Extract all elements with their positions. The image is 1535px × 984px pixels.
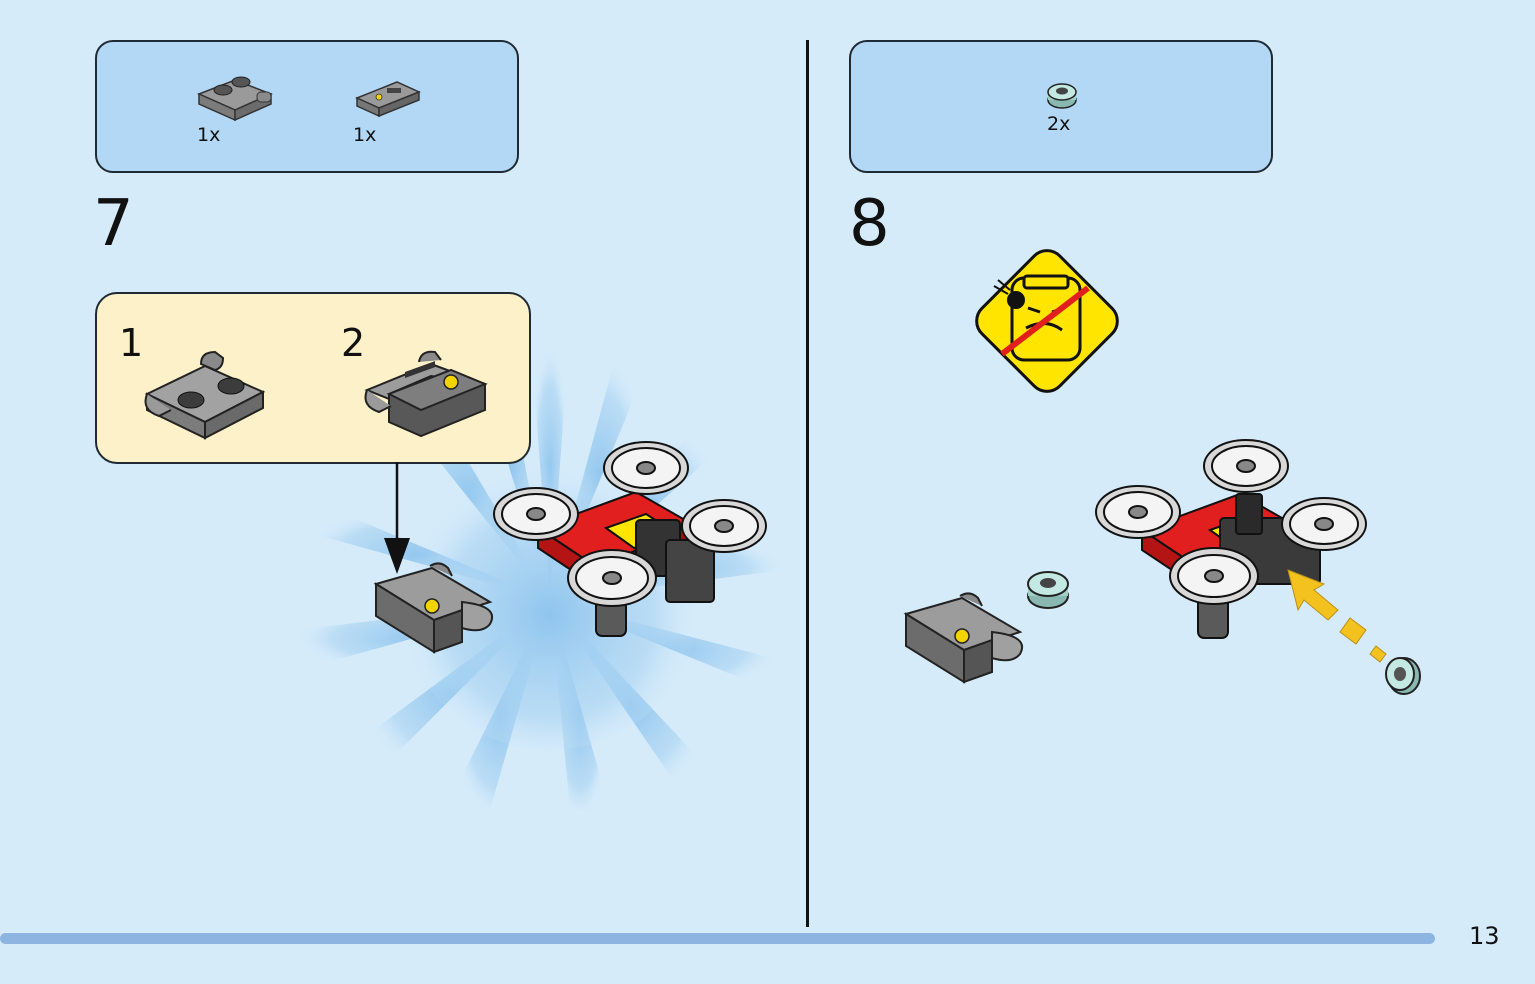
control-panel-icon [364, 350, 488, 438]
step-number: 7 [93, 187, 134, 261]
down-arrow-icon [384, 462, 410, 574]
part-qty: 1x [353, 124, 377, 146]
page-progress-bar [0, 933, 1435, 944]
part-qty: 2x [1047, 113, 1071, 135]
control-panel-icon [903, 592, 1023, 684]
plate-with-bar-icon [197, 76, 273, 122]
control-panel-icon [373, 562, 493, 654]
round-stud-icon [1027, 571, 1069, 609]
plate-with-bar-icon [144, 350, 266, 440]
substep-number: 2 [341, 321, 366, 365]
insert-arrow-icon [1287, 569, 1387, 663]
no-shooting-at-face-warning-icon [975, 249, 1119, 393]
drone-model [493, 441, 767, 637]
step8-parts-box: 2x [849, 40, 1273, 173]
part-qty: 1x [197, 124, 221, 146]
step-number: 8 [849, 187, 890, 261]
substep-number: 1 [119, 321, 144, 365]
drone-model [1095, 439, 1367, 639]
round-stud-icon [1385, 657, 1421, 695]
printed-tile-icon [355, 81, 421, 118]
page-divider [806, 40, 809, 927]
round-stud-icon [1047, 83, 1077, 109]
step7-parts-box: 1x 1x [95, 40, 519, 173]
page-number: 13 [1469, 922, 1500, 950]
substep-callout: 1 2 [95, 292, 531, 464]
